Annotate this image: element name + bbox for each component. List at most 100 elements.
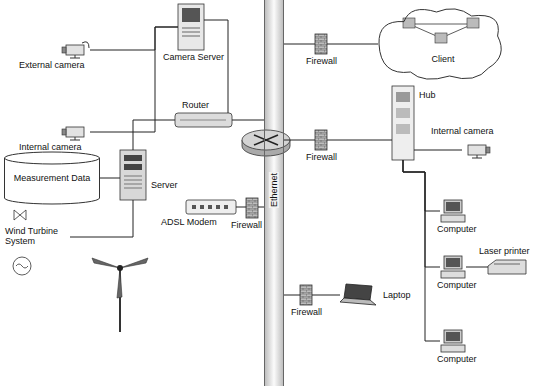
computer: Computer	[440, 256, 466, 278]
firewall: Firewall	[300, 285, 312, 305]
camera-icon	[468, 145, 490, 158]
hub-icon	[396, 108, 410, 118]
device-label: Internal camera	[430, 126, 495, 136]
device-label: Computer	[436, 280, 478, 290]
computer: Computer	[440, 330, 466, 352]
modem-icon	[192, 205, 196, 209]
camera-icon	[62, 127, 84, 140]
computer-icon	[441, 200, 465, 222]
client-computers	[435, 33, 447, 43]
network-link	[312, 295, 340, 296]
wind-turbine-picture	[117, 268, 122, 298]
device-label: Computer	[436, 354, 478, 364]
firewall-icon	[246, 34, 327, 305]
client-cloud-outline	[379, 9, 501, 79]
camera-icon	[468, 145, 486, 155]
laptop-icon	[340, 298, 376, 305]
modem-icon	[200, 205, 204, 209]
hub-icon	[392, 86, 414, 160]
device-label: External camera	[18, 60, 86, 70]
switch-icon	[254, 135, 278, 145]
laptop-icon	[340, 284, 376, 305]
firewall-icon	[315, 34, 327, 54]
wind-turbine-picture	[92, 258, 148, 332]
network-link	[90, 27, 178, 50]
switch-icon	[242, 130, 290, 156]
device-label: Hub	[418, 90, 437, 100]
camera-icon	[486, 147, 490, 153]
modem-icon	[216, 205, 220, 209]
shape-text: Ethernet	[269, 172, 279, 208]
device-label: Router	[181, 100, 210, 110]
ethernet-backbone-outline	[265, 0, 284, 386]
laptop: Laptop	[340, 284, 376, 306]
network-link	[414, 150, 462, 151]
client-computers	[403, 18, 479, 43]
server-tower-icon	[120, 150, 146, 200]
computer-icon	[441, 215, 465, 222]
firewall: Firewall	[315, 34, 327, 54]
printer-icon	[488, 260, 526, 274]
network-link	[100, 178, 120, 179]
computer-icon	[444, 256, 462, 269]
computer-icon	[441, 330, 465, 352]
camera-icon	[82, 42, 89, 48]
camera: Internal camera	[462, 142, 490, 158]
ethernet-backbone: Ethernet	[264, 0, 284, 386]
camera: Internal camera	[62, 124, 90, 140]
network-link	[403, 160, 440, 267]
database-cylinder-outline	[5, 152, 100, 204]
modem-icon	[186, 200, 236, 214]
server-tower-icon	[182, 8, 200, 22]
server-tower-icon	[178, 4, 204, 50]
firewall: Firewall	[246, 198, 258, 218]
hub: Hub	[392, 86, 414, 160]
server-tower-icon	[182, 28, 200, 36]
ethernet-pipe	[264, 0, 284, 386]
router-icon	[175, 113, 232, 127]
ethernet-pipe	[264, 0, 284, 386]
computer-icon	[441, 256, 465, 278]
device-label: Camera Server	[162, 52, 225, 62]
device-label: Firewall	[290, 307, 323, 317]
device-label: Firewall	[305, 152, 338, 162]
firewall-icon	[300, 285, 312, 305]
camera: External camera	[62, 42, 90, 58]
device-label: ADSL Modem	[160, 217, 218, 227]
computer-icon	[441, 345, 465, 352]
modem-icon	[224, 205, 228, 209]
laptop-icon	[344, 284, 372, 300]
computer-icon	[446, 202, 460, 211]
computer-icon	[444, 330, 462, 343]
hub-icon	[392, 86, 414, 160]
computer-icon	[441, 200, 465, 352]
device-label: Firewall	[230, 220, 263, 230]
router-icon	[180, 120, 226, 121]
printer-icon	[488, 260, 526, 274]
wind-turbine-system: Wind Turbine System	[4, 226, 70, 252]
server: Server	[120, 150, 146, 200]
network-link	[403, 160, 440, 211]
client-cloud: Client	[378, 4, 508, 84]
wind-turbine-picture	[92, 258, 120, 268]
computer: Computer	[440, 200, 466, 222]
server-tower-icon	[124, 176, 142, 188]
shape-text: Client	[430, 54, 455, 64]
firewall-icon	[315, 130, 327, 150]
hub-icon	[396, 92, 410, 102]
shape-text: Measurement Data	[13, 173, 92, 183]
camera-icon	[70, 55, 80, 58]
switch-icon	[242, 130, 290, 150]
camera-icon	[62, 47, 66, 53]
server-tower-icon	[120, 150, 146, 200]
valve-symbol	[14, 210, 26, 220]
router: Router	[175, 113, 232, 127]
valve-symbol	[16, 264, 28, 268]
network-link	[284, 44, 315, 45]
modem-icon	[186, 200, 236, 214]
computer-icon	[446, 332, 460, 341]
camera-icon	[62, 42, 89, 58]
network-link	[70, 200, 133, 237]
client-computers	[467, 18, 479, 28]
computer-icon	[446, 258, 460, 267]
